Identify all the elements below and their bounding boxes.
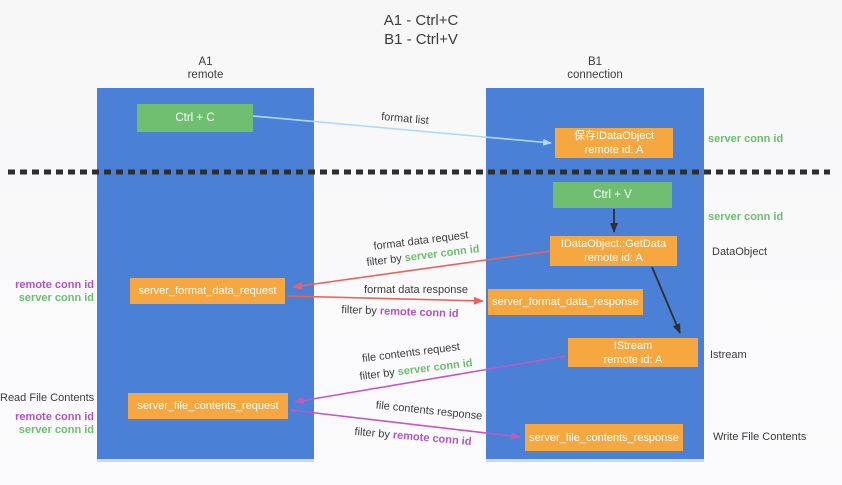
remote-conn-id-text: remote conn id bbox=[379, 305, 459, 321]
node-istream-line1: IStream bbox=[613, 339, 653, 352]
node-ctrl-c-label: Ctrl + C bbox=[175, 112, 215, 124]
node-istream: IStream remote id: A bbox=[568, 338, 698, 367]
node-ctrl-c: Ctrl + C bbox=[137, 104, 253, 132]
node-ctrl-v-label: Ctrl + V bbox=[593, 189, 632, 201]
label-format-data-response: format data response bbox=[364, 284, 468, 296]
filter-by-text: filter by bbox=[358, 366, 396, 383]
remote-conn-id-text: remote conn id bbox=[392, 429, 472, 449]
conn-id-pair-format: remote conn id server conn id bbox=[0, 279, 94, 305]
node-server-format-data-response: server_format_data_response bbox=[488, 289, 643, 315]
label-read-file-contents: Read File Contents bbox=[0, 392, 95, 404]
node-save-idataobject-line2: remote id: A bbox=[584, 144, 644, 156]
arrow-format-data-response bbox=[286, 295, 484, 305]
title-line-b1: B1 - Ctrl+V bbox=[384, 31, 458, 48]
lane-a1-title: A1 bbox=[198, 56, 213, 68]
diagram-title: A1 - Ctrl+C B1 - Ctrl+V bbox=[0, 11, 842, 49]
label-remote-conn-id-left-1: remote conn id bbox=[15, 279, 94, 291]
node-ctrl-v: Ctrl + V bbox=[553, 182, 672, 208]
label-istream: Istream bbox=[710, 349, 747, 361]
lane-b1-title: B1 bbox=[587, 56, 603, 68]
node-save-idataobject-line1: 保存IDataObject bbox=[573, 130, 655, 142]
label-file-contents-response: file contents response bbox=[375, 399, 483, 423]
conn-id-pair-file: remote conn id server conn id bbox=[0, 411, 94, 437]
node-file-request-label: server_file_contents_request bbox=[137, 400, 279, 412]
label-format-list: format list bbox=[380, 110, 430, 128]
server-conn-id-text: server conn id bbox=[397, 357, 474, 379]
filter-by-text: filter by bbox=[341, 303, 378, 318]
node-format-response-label: server_format_data_response bbox=[492, 296, 639, 308]
lane-header-a1: A1 remote bbox=[97, 56, 314, 82]
node-istream-line2: remote id: A bbox=[603, 353, 663, 366]
lane-b1-subtitle: connection bbox=[567, 69, 623, 81]
label-remote-conn-id-left-2: remote conn id bbox=[15, 411, 94, 423]
label-server-conn-id-left-1: server conn id bbox=[18, 292, 94, 304]
node-format-request-label: server_format_data_request bbox=[138, 285, 277, 297]
node-getdata-line2: remote id: A bbox=[584, 252, 643, 264]
node-file-response-label: server_file_contents_response bbox=[529, 431, 679, 444]
label-server-conn-id-right-mid: server conn id bbox=[708, 211, 784, 223]
node-save-idataobject: 保存IDataObject remote id: A bbox=[555, 128, 673, 158]
lane-header-b1: B1 connection bbox=[486, 56, 704, 82]
filter-by-text: filter by bbox=[365, 252, 403, 269]
node-server-file-contents-request: server_file_contents_request bbox=[128, 393, 288, 419]
label-server-conn-id-left-2: server conn id bbox=[18, 424, 94, 436]
node-server-file-contents-response: server_file_contents_response bbox=[525, 424, 683, 451]
lane-a1-subtitle: remote bbox=[187, 69, 224, 81]
node-idataobject-getdata: IDataObject::GetData remote id: A bbox=[550, 236, 677, 266]
title-line-a1: A1 - Ctrl+C bbox=[383, 12, 459, 29]
label-server-conn-id-right-top: server conn id bbox=[708, 133, 784, 145]
label-dataobject: DataObject bbox=[712, 246, 768, 258]
node-server-format-data-request: server_format_data_request bbox=[130, 278, 285, 304]
filter-by-text: filter by bbox=[354, 425, 391, 441]
label-write-file-contents: Write File Contents bbox=[713, 431, 807, 443]
node-getdata-line1: IDataObject::GetData bbox=[560, 238, 667, 250]
